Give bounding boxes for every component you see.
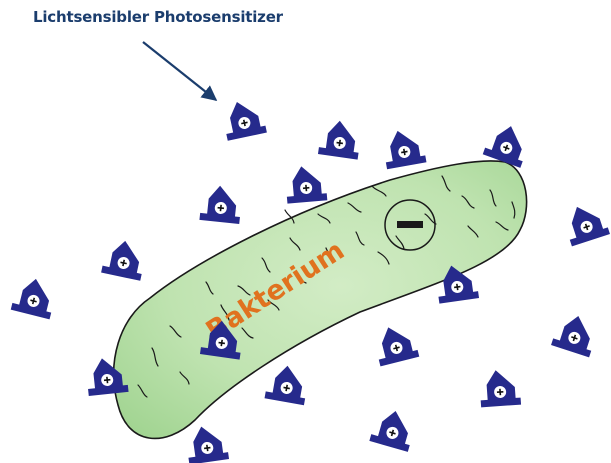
photosensitizer-icon	[318, 118, 363, 159]
photosensitizer-icon	[265, 363, 311, 405]
photosensitizer-icon	[284, 164, 327, 203]
negative-charge-icon	[397, 221, 423, 228]
photosensitizer-icon	[381, 127, 427, 169]
photosensitizer-icon	[479, 369, 521, 408]
photosensitizer-icon	[220, 97, 267, 141]
photosensitizer-icon	[561, 200, 610, 247]
photosensitizer-icon	[369, 406, 417, 452]
photosensitizer-icon	[101, 237, 148, 281]
photosensitizer-icon	[372, 322, 420, 367]
photosensitizer-icon	[199, 184, 243, 224]
bacterium: − Bakterium	[0, 0, 527, 438]
photosensitizer-icon	[11, 275, 59, 320]
pointer-arrow	[143, 42, 216, 100]
photosensitizer-icon	[184, 423, 229, 463]
photosensitizer-icon	[551, 311, 600, 358]
